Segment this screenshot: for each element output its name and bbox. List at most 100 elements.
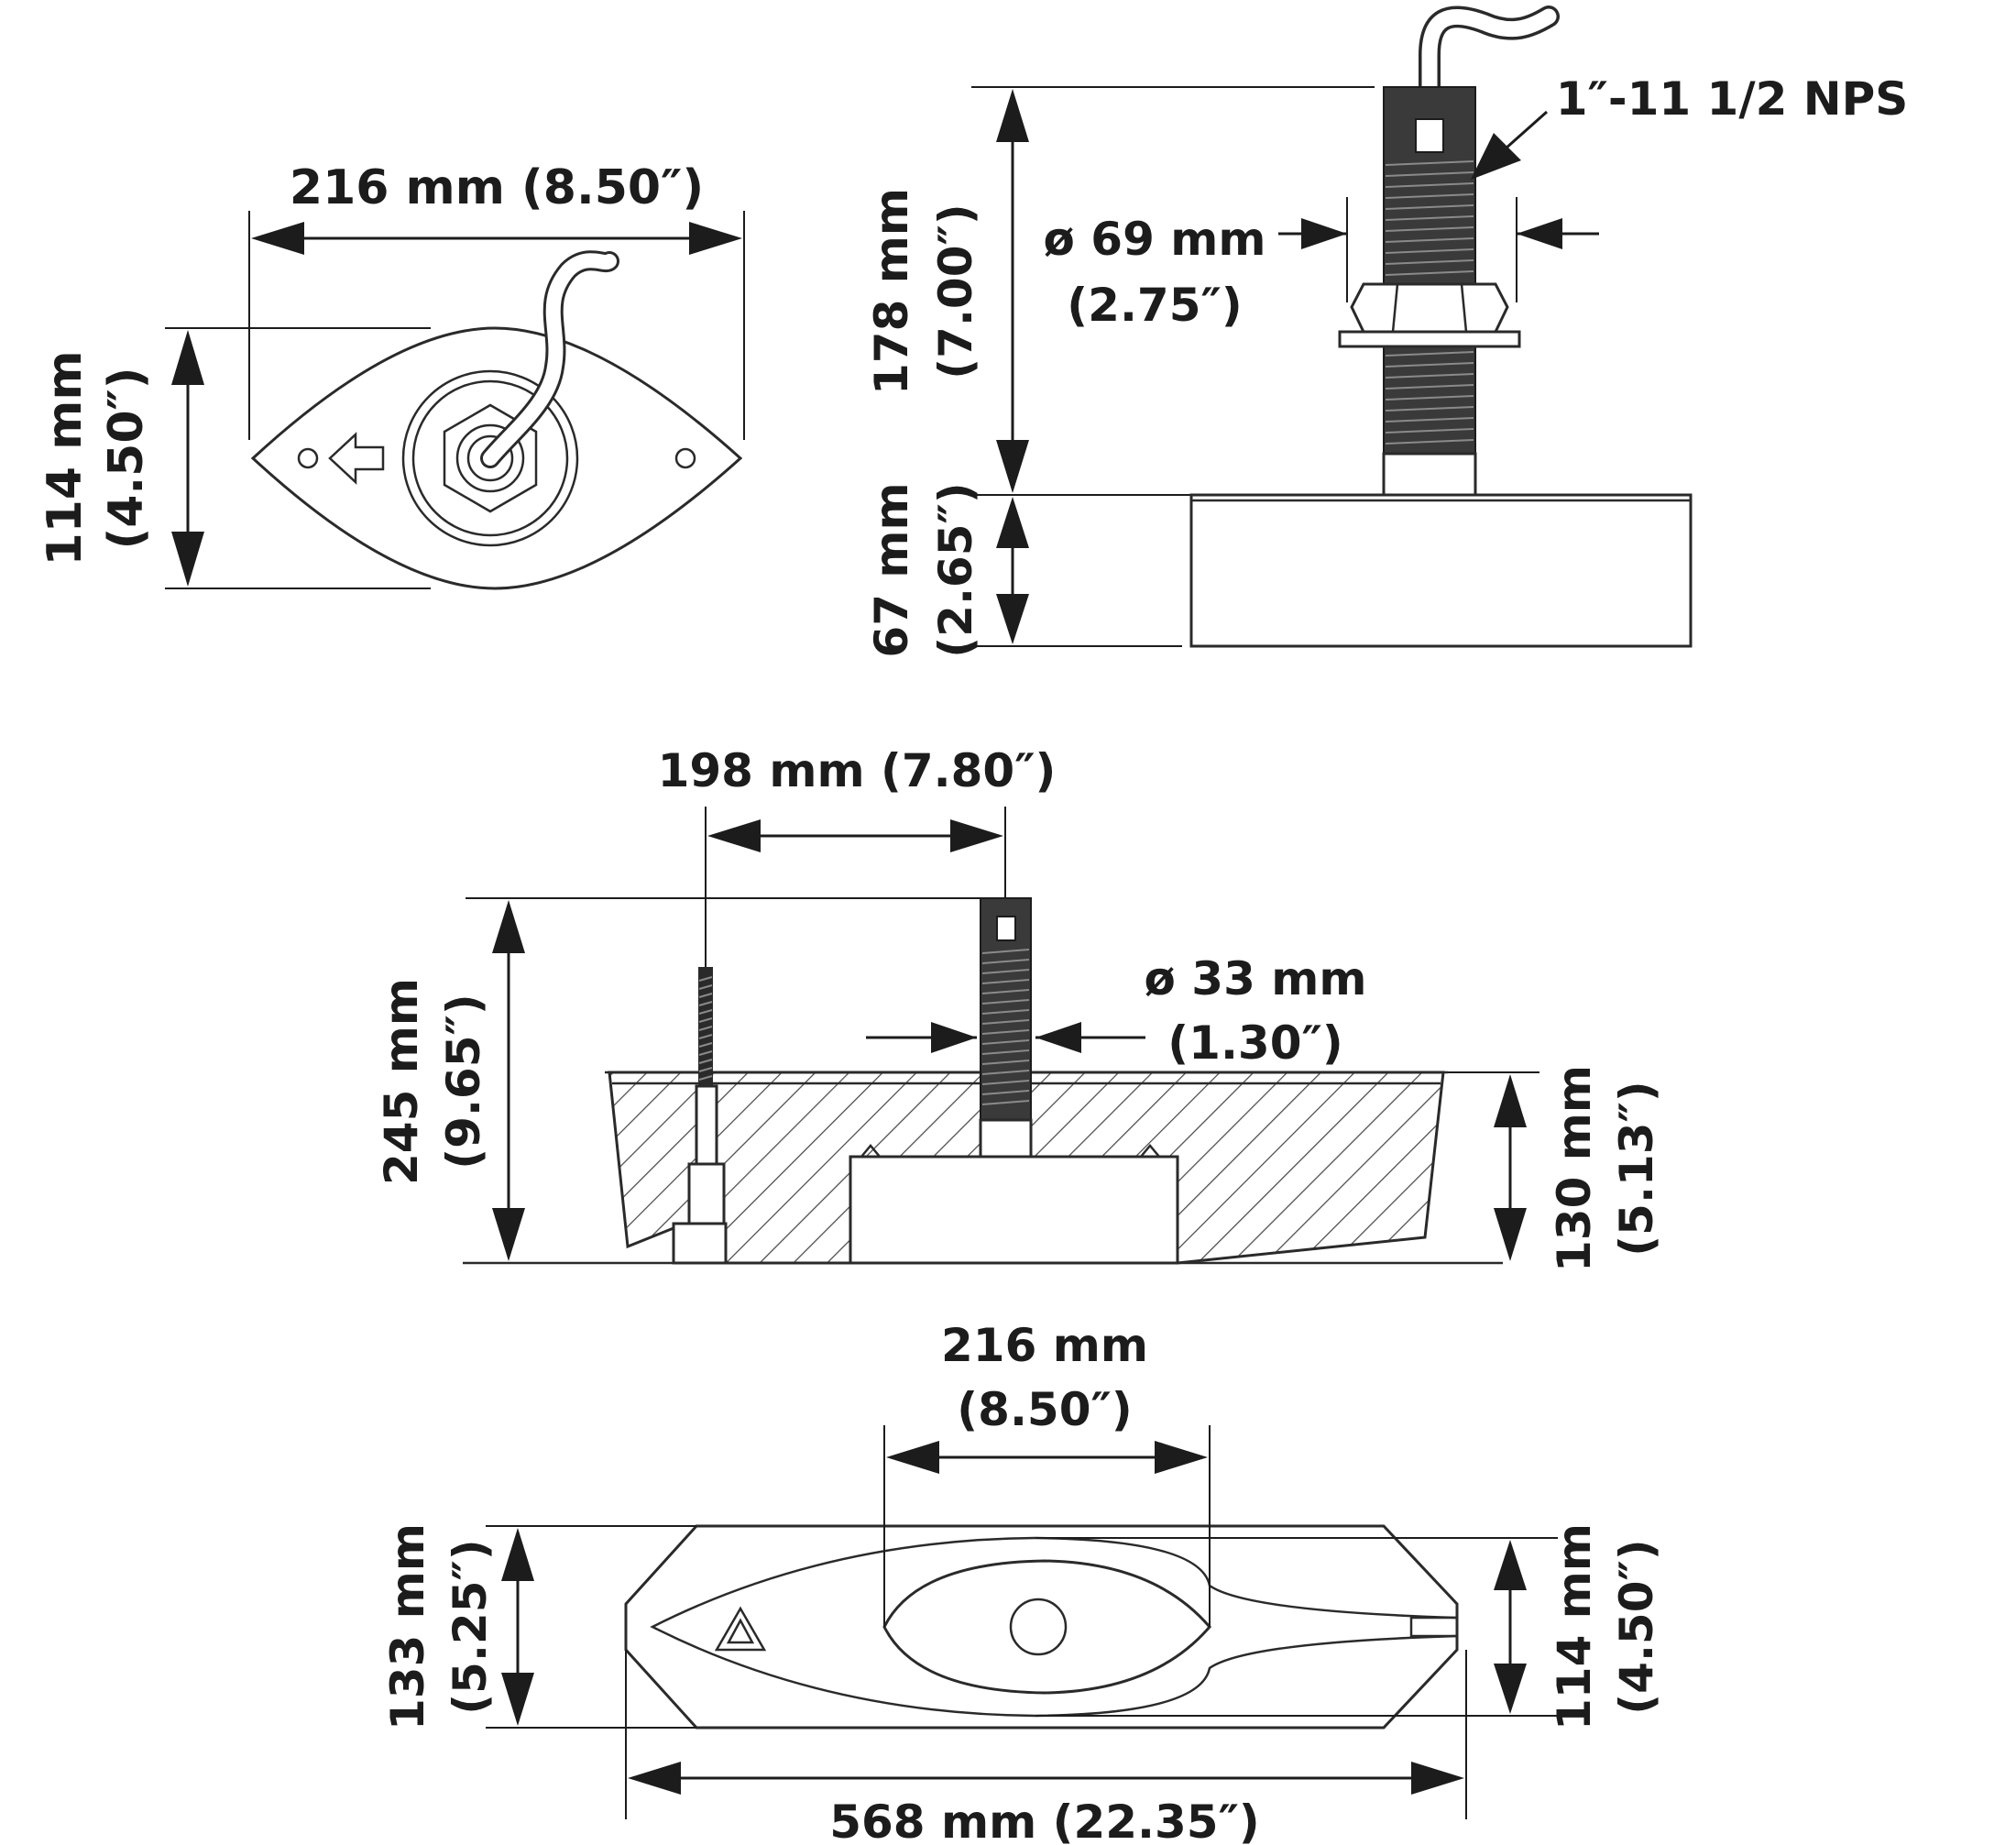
thread-groove xyxy=(698,1026,713,1031)
thread-groove xyxy=(1385,182,1474,188)
thread-groove xyxy=(981,1090,1030,1095)
thread-groove xyxy=(1385,215,1474,221)
overall-height-in-label: (9.65″) xyxy=(437,994,490,1169)
hole-diameter-dimension xyxy=(866,1022,1145,1053)
top-view: 216 mm (8.50″) 114 mm (4.50″) xyxy=(38,160,745,590)
top-view-height-in-label: (4.50″) xyxy=(99,367,154,549)
thread-groove xyxy=(1385,171,1474,177)
thread-groove xyxy=(1385,237,1474,243)
thread-groove xyxy=(1385,373,1474,379)
block-height-dimension xyxy=(1494,1074,1527,1261)
thread-groove xyxy=(981,949,1030,954)
top-view-height-dimension xyxy=(171,330,204,587)
thread-leader xyxy=(1471,110,1548,180)
sensor-port xyxy=(1009,1598,1068,1656)
pocket-bolt-right xyxy=(1138,1144,1162,1159)
body-height-dimension xyxy=(996,497,1029,644)
logo-triangle-outer xyxy=(714,1606,767,1652)
thread-groove xyxy=(1385,204,1474,210)
thread-groove xyxy=(981,979,1030,984)
right-mounting-hole xyxy=(674,447,696,469)
left-mounting-hole xyxy=(297,447,319,469)
stem-spacing-label: 198 mm (7.80″) xyxy=(658,744,1057,797)
stem-collar xyxy=(1382,452,1477,497)
thread-groove xyxy=(981,1049,1030,1055)
pocket-bolt-left xyxy=(859,1144,882,1159)
thread-groove xyxy=(698,1034,713,1039)
fairing-height-in-label: (5.25″) xyxy=(444,1539,497,1714)
overall-height-mm-label: 245 mm xyxy=(375,978,428,1185)
speed-sensor-foot xyxy=(672,1222,728,1265)
side-view: ø 69 mm (2.75″) 1″-11 1/2 NPS 178 mm (7.… xyxy=(865,5,1909,658)
thread-groove xyxy=(698,993,713,998)
body-height-mm-label: 67 mm xyxy=(865,482,918,657)
speed-sensor-body xyxy=(695,1084,718,1166)
stem-top-inner xyxy=(466,434,514,482)
thread-groove xyxy=(698,1067,713,1072)
side-view-housing xyxy=(1189,493,1693,648)
contour-height-in-label: (4.50″) xyxy=(1610,1539,1663,1714)
fairing-height-mm-label: 133 mm xyxy=(381,1523,434,1730)
bottom-view: 216 mm (8.50″) 133 mm (5.25″) 114 mm (4.… xyxy=(381,1319,1663,1845)
contour-height-dimension xyxy=(1494,1540,1527,1714)
stem-top-outer xyxy=(455,423,525,493)
thread-groove xyxy=(698,1001,713,1006)
thread-groove xyxy=(981,1039,1030,1045)
thread-groove xyxy=(1385,351,1474,357)
thread-groove xyxy=(1385,270,1474,276)
thread-groove xyxy=(698,1009,713,1015)
section-stem-collar xyxy=(979,1118,1033,1159)
thread-groove xyxy=(981,1029,1030,1035)
body-height-in-label: (2.65″) xyxy=(929,482,982,657)
thread-groove xyxy=(698,1075,713,1081)
thread-groove xyxy=(981,1080,1030,1085)
stem-height-mm-label: 178 mm xyxy=(865,188,918,395)
thread-groove xyxy=(1385,384,1474,390)
thread-groove xyxy=(698,1017,713,1023)
thread-groove xyxy=(981,1060,1030,1065)
hex-nut xyxy=(1350,282,1509,334)
top-view-width-label: 216 mm (8.50″) xyxy=(290,160,704,215)
thread-groove xyxy=(1385,160,1474,166)
thread-groove xyxy=(1385,439,1474,445)
thread-groove xyxy=(698,1059,713,1064)
thread-groove xyxy=(698,976,713,982)
stem-height-in-label: (7.00″) xyxy=(929,203,982,379)
stem-diameter-mm-label: ø 69 mm xyxy=(1044,213,1266,266)
hole-diameter-in-label: (1.30″) xyxy=(1167,1016,1342,1070)
stem-flange-inner xyxy=(411,379,569,537)
thread-groove xyxy=(981,969,1030,974)
speed-sensor-grooves xyxy=(698,976,713,1081)
thread-groove xyxy=(1385,395,1474,401)
section-stem-grooves xyxy=(981,949,1030,1105)
thread-groove xyxy=(1385,226,1474,232)
section-stem-slot xyxy=(996,916,1016,941)
thread-groove xyxy=(981,999,1030,1005)
top-view-height-mm-label: 114 mm xyxy=(38,350,93,566)
face-width-in-label: (8.50″) xyxy=(957,1383,1132,1436)
overall-length-dimension xyxy=(628,1762,1464,1795)
stem-height-dimension xyxy=(996,89,1029,493)
thread-groove xyxy=(1385,362,1474,368)
forward-arrow-icon xyxy=(328,432,385,485)
stem-label-slot xyxy=(1415,118,1444,153)
logo-triangle-inner xyxy=(726,1618,755,1644)
stem-diameter-in-label: (2.75″) xyxy=(1067,279,1242,332)
thread-groove xyxy=(1385,259,1474,265)
thread-groove xyxy=(1385,428,1474,434)
washer xyxy=(1338,330,1521,348)
overall-height-dimension xyxy=(492,900,525,1261)
thread-groove xyxy=(1385,193,1474,199)
stem-diameter-dimension xyxy=(1278,197,1599,302)
thread-groove xyxy=(981,989,1030,994)
block-height-mm-label: 130 mm xyxy=(1548,1065,1601,1272)
top-view-width-dimension xyxy=(251,222,742,255)
thread-groove xyxy=(981,1100,1030,1105)
stem-spacing-dimension xyxy=(707,819,1003,852)
thread-spec-label: 1″-11 1/2 NPS xyxy=(1556,72,1909,126)
thread-groove xyxy=(981,1019,1030,1025)
thread-groove xyxy=(981,1070,1030,1075)
thread-groove xyxy=(698,1050,713,1056)
overall-length-label: 568 mm (22.35″) xyxy=(829,1796,1260,1845)
